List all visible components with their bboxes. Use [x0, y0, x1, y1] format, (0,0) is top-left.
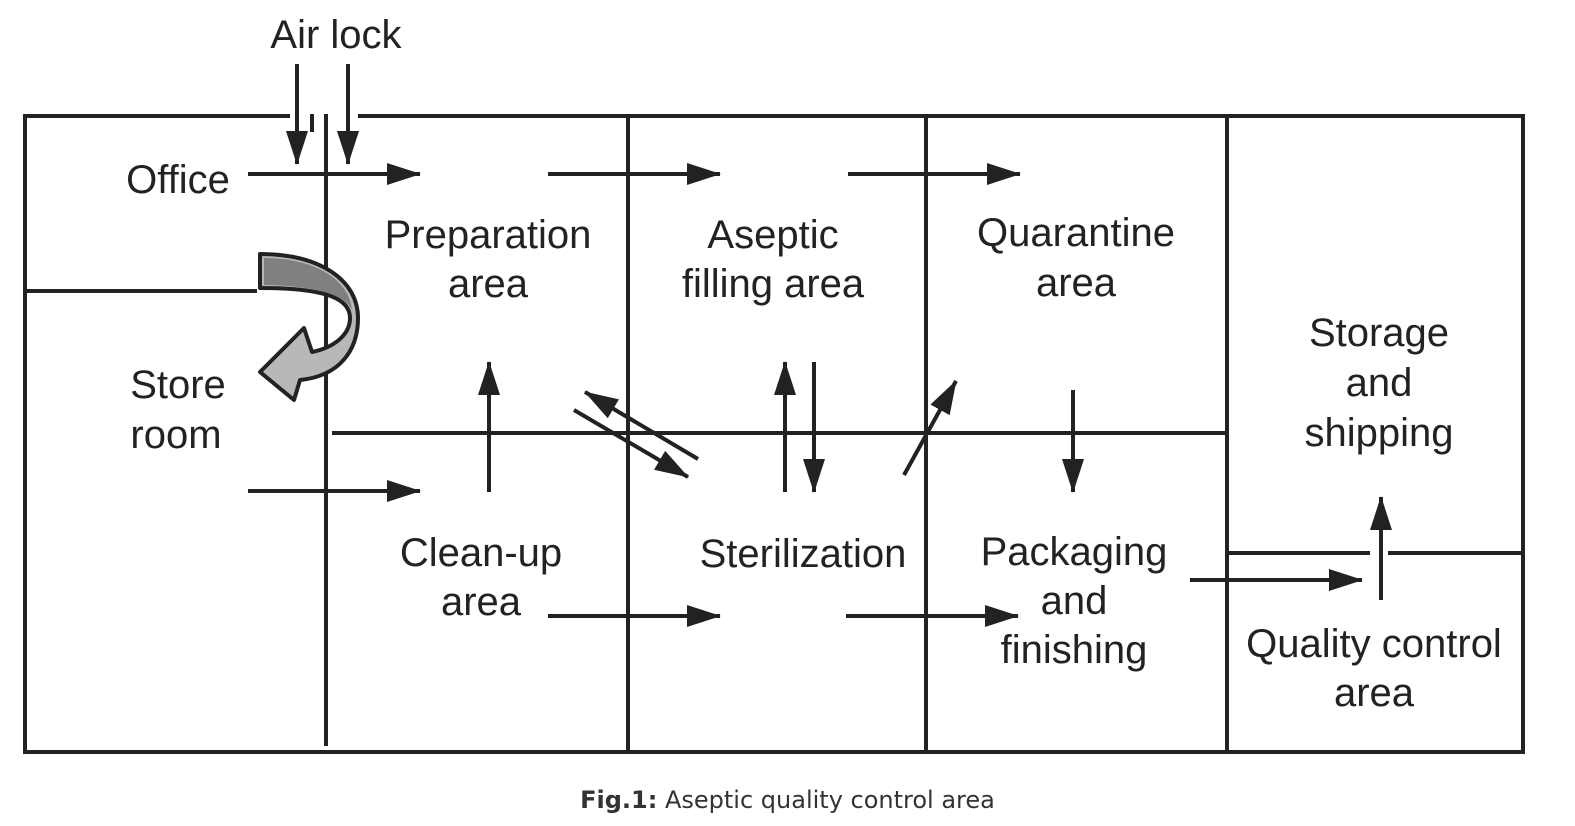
store-room-label-line1: Store	[130, 363, 226, 407]
air-lock-label: Air lock	[270, 13, 402, 57]
arrow-prep-to-sterilization	[572, 408, 690, 479]
storage-shipping-label-line3: shipping	[1304, 411, 1453, 455]
arrow-sterilization-to-quarantine	[902, 380, 958, 476]
figure-caption-text: Aseptic quality control area	[657, 786, 995, 814]
room-labels: Air lock Office Store room Preparation a…	[126, 13, 1502, 715]
quality-control-label-line1: Quality control	[1246, 622, 1502, 666]
aseptic-filling-label-line1: Aseptic	[707, 213, 838, 257]
storage-shipping-label-line1: Storage	[1309, 311, 1449, 355]
curved-arrow-shade	[264, 258, 352, 310]
cleanup-area-label-line1: Clean-up	[400, 531, 562, 575]
sterilization-label: Sterilization	[700, 532, 907, 576]
aseptic-filling-label-line2: filling area	[682, 262, 865, 306]
floor-plan-diagram: Air lock Office Store room Preparation a…	[23, 13, 1525, 754]
cleanup-area-label-line2: area	[441, 580, 522, 624]
storage-shipping-label-line2: and	[1346, 361, 1413, 405]
curved-arrow-icon	[258, 252, 360, 402]
figure-caption-label: Fig.1:	[580, 786, 658, 814]
packaging-finishing-label-line2: and	[1041, 579, 1108, 623]
figure-caption: Fig.1: Aseptic quality control area	[0, 781, 1575, 819]
packaging-finishing-label-line1: Packaging	[981, 530, 1168, 574]
preparation-area-label-line2: area	[448, 262, 529, 306]
flow-arrows	[248, 64, 1392, 627]
arrow-sterilization-to-prep	[583, 390, 700, 461]
packaging-finishing-label-line3: finishing	[1001, 628, 1148, 672]
quality-control-label-line2: area	[1334, 671, 1415, 715]
quarantine-area-label-line2: area	[1036, 261, 1117, 305]
store-room-label-line2: room	[130, 413, 221, 457]
preparation-area-label-line1: Preparation	[385, 213, 592, 257]
office-label: Office	[126, 158, 230, 202]
quarantine-area-label-line1: Quarantine	[977, 211, 1175, 255]
outer-wall	[23, 114, 1525, 754]
